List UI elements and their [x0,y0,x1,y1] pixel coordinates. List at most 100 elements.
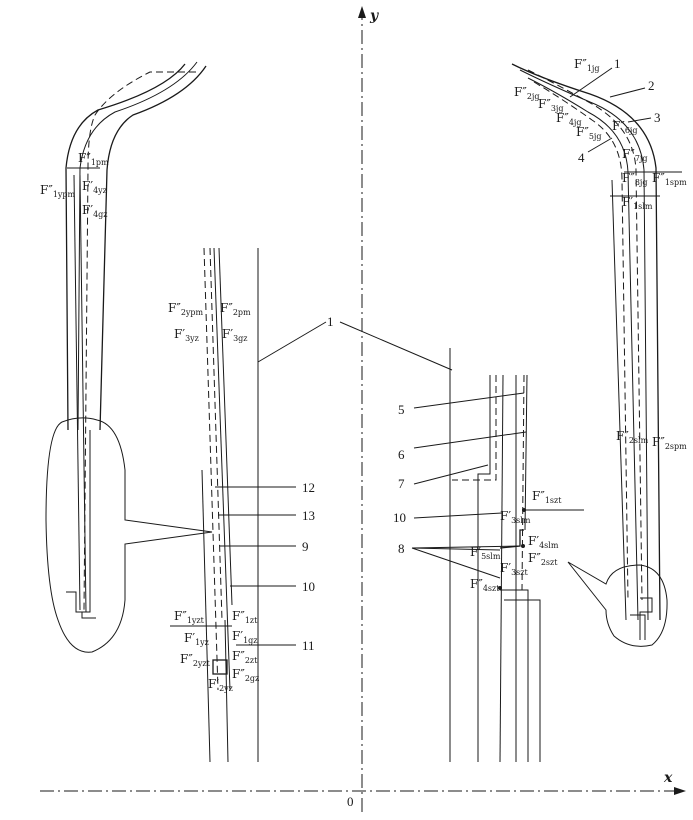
label-f3jg: F″3jg [538,97,564,113]
left-seal-bubble [45,417,213,653]
mr-seal-step [499,529,524,549]
mr-frame-a [477,375,491,762]
left-profile: F″1pm F″1ypm F′4yz F′4gz [40,61,213,653]
mid-line-d [224,619,229,763]
label-f2szt: F″2szt [528,551,558,567]
mid-seal-block [212,659,228,675]
label-f2gz: F″2gz [232,667,259,683]
number-8: 8 [398,541,405,556]
number-6: 6 [398,447,405,462]
label-f2ypm: F″2ypm [168,301,204,317]
label-f2jg: F″2jg [514,85,540,101]
x-axis-arrow [674,787,686,795]
number-11: 11 [302,638,315,653]
leader-3 [627,117,652,123]
leader-8-a [411,547,501,551]
label-f3szt: F′3szt [500,561,528,577]
mid-dashed-b [209,247,223,621]
leader-2 [609,87,646,98]
mr-seal-bottom-2 [504,599,541,762]
coordinate-axes: y x 0 [40,6,686,812]
right-frame-3 [527,77,639,621]
mr-seal-bottom [500,589,529,762]
label-f7jg: F″7jg [622,147,648,163]
label-f1ypm: F″1ypm [40,183,76,199]
left-outer-frame-2 [99,65,207,431]
label-f2spm: F″2spm [652,435,687,451]
label-f3yz: F′3yz [174,327,199,343]
x-axis-label: x [663,770,673,786]
leader-1-left [257,321,327,363]
leader-8-b [411,547,501,579]
right-seal-detail-2 [630,614,646,640]
number-4: 4 [578,150,585,165]
mr-dashed-frame [452,375,497,481]
number-1-center: 1 [327,314,334,329]
label-f1pm: F″1pm [78,151,109,167]
mr-line-b [499,374,504,763]
right-outer-frame [511,63,661,621]
y-axis-label: y [369,8,379,24]
mr-dashed-b [521,374,525,591]
number-10-right: 10 [393,510,406,525]
label-f5jg: F″5jg [576,125,602,141]
y-axis-arrow [358,6,366,18]
right-glass-dashed-2 [533,81,629,601]
label-f4jg: F″4jg [556,111,582,127]
leader-8-c [411,545,521,549]
number-10-left: 10 [302,579,315,594]
middle-left-detail: 12 13 9 10 11 F″2ypm F″2pm F′3yz F′3gz F… [168,247,315,763]
label-f1yzt: F″1yzt [174,609,205,625]
label-f6jg: F″6jg [612,119,638,135]
leader-7 [413,464,489,485]
left-inner-frame [77,61,198,431]
label-f1yz: F′1yz [184,631,209,647]
number-13: 13 [302,508,315,523]
label-f1jg: F″1jg [574,57,600,73]
label-f2zt: F″2zt [232,649,258,665]
origin-label: 0 [347,794,354,809]
leader-5 [413,392,525,409]
label-f1szt: F″1szt [532,489,562,505]
left-glass-line [73,174,81,611]
middle-right-detail: 5 6 7 10 8 F″1szt F′3slm F′4slm F′5slm F… [393,348,584,763]
label-f8jg: F″8jg [622,171,648,187]
center-label-1: 1 [257,314,453,371]
mid-line-c [201,469,211,763]
number-2: 2 [648,78,655,93]
label-f1zt: F″1zt [232,609,258,625]
number-12: 12 [302,480,315,495]
leader-6 [413,431,527,449]
label-f1gz: F′1gz [232,629,258,645]
left-glass-line-2 [79,174,87,613]
left-seal-bottom [66,430,91,613]
label-f1slm: F′1slm [622,195,653,211]
label-f3gz: F′3gz [222,327,248,343]
left-seal-bottom-2 [81,612,96,619]
right-inner-line [611,179,627,621]
right-seal-detail [639,597,653,640]
right-seal-bubble [567,561,668,647]
left-glass-dashed [83,71,196,611]
mid-dashed-a [203,247,219,691]
right-profile: 1 2 3 4 F″1jg F″2jg F″3jg F″4jg F″5jg F″… [511,56,687,647]
number-5: 5 [398,402,405,417]
label-f1spm: F″1spm [652,171,687,187]
right-frame-2 [519,69,649,621]
number-9: 9 [302,539,309,554]
mr-point-1szt [522,508,526,512]
number-3: 3 [654,110,661,125]
label-f5slm: F′5slm [470,545,501,561]
label-f4yz: F′4yz [82,179,107,195]
label-f2pm: F″2pm [220,301,251,317]
label-f4szt: F″4szt [470,577,500,593]
number-7: 7 [398,476,405,491]
leader-1-top [569,67,613,98]
mr-point-4szt [498,586,502,590]
leader-1-right [339,321,453,371]
label-f2slm: F″2slm [616,429,649,445]
mr-line-d [524,374,528,531]
right-glass-dashed [527,69,643,601]
label-f3slm: F′3slm [500,509,531,525]
